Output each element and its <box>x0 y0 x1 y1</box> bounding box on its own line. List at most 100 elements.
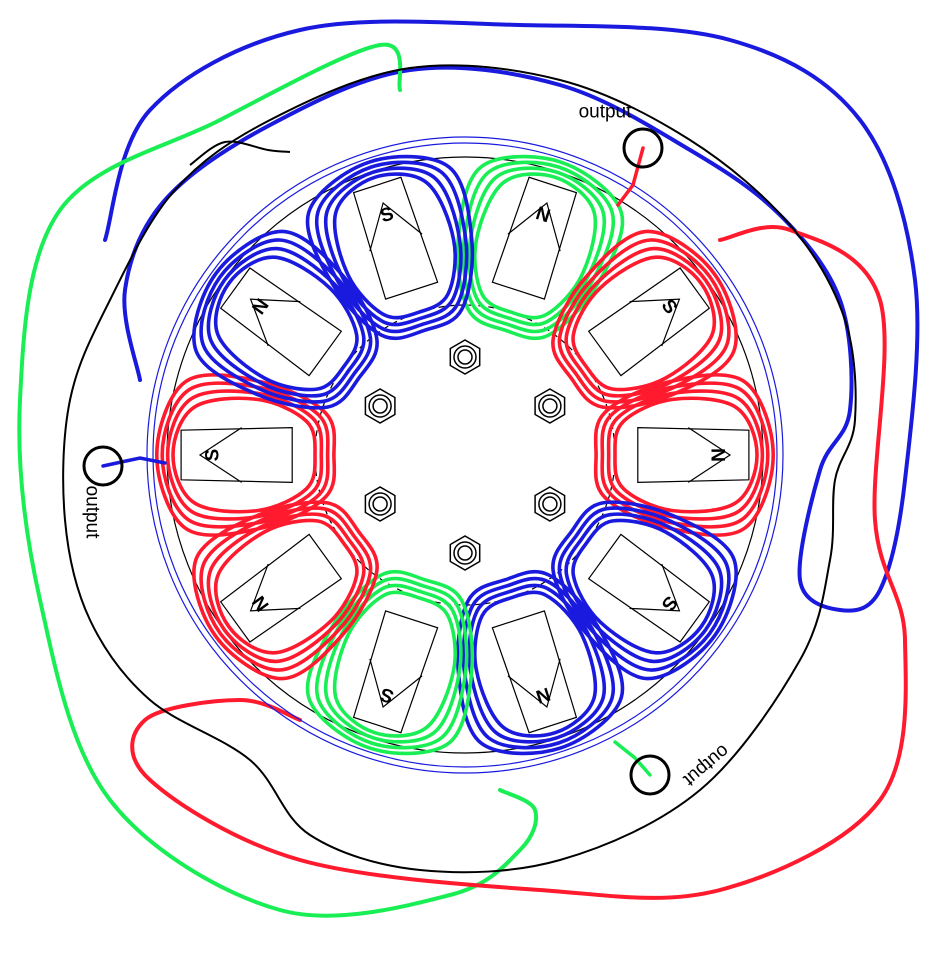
bolt-hole <box>542 398 558 414</box>
coil-turn <box>551 229 738 410</box>
coil-turn <box>557 238 731 404</box>
coil-turn <box>332 590 457 738</box>
pole-coil-3 <box>593 373 776 537</box>
pole-tooth <box>587 267 711 377</box>
pole-coil-8 <box>154 373 337 537</box>
pole-coil-9 <box>192 229 379 410</box>
terminal-lead <box>613 740 652 777</box>
bolt-hole <box>372 398 388 414</box>
pole-tooth <box>180 426 293 484</box>
terminal-ring <box>82 445 124 487</box>
pole-tooth <box>352 176 439 300</box>
bolt-hole <box>457 545 473 561</box>
bolt-ring <box>538 394 562 418</box>
coil-turn <box>564 246 724 398</box>
coil-turn <box>461 160 616 334</box>
mounting-bolt-2 <box>534 388 566 424</box>
coil-turn <box>314 576 469 750</box>
coil-turn <box>600 381 770 529</box>
pole-coil-4 <box>551 500 738 681</box>
pole-notch <box>249 563 301 612</box>
coil-turn <box>165 389 324 521</box>
coil-turn <box>206 512 366 664</box>
coil-turn <box>332 172 457 320</box>
pole-label-6: S <box>378 683 397 707</box>
coil-turn <box>206 246 366 398</box>
terminal-lead <box>101 456 167 468</box>
output-terminal-2: output <box>82 445 167 540</box>
mounting-bolt-6 <box>364 388 396 424</box>
pole-notch <box>687 427 732 483</box>
output-terminal-3: output <box>613 740 733 796</box>
pole-tooth <box>587 533 711 643</box>
coil-turn <box>613 396 759 514</box>
pole-coil-2 <box>551 229 738 410</box>
terminal-label: output <box>579 102 633 123</box>
coil-turn <box>324 583 463 744</box>
coil-turn <box>154 373 337 537</box>
pole-notch <box>629 563 681 612</box>
bolt-hole <box>372 496 388 512</box>
coil-turn <box>593 373 776 537</box>
terminal-ring <box>629 754 671 796</box>
red-outer-wire <box>130 225 908 900</box>
pole-coil-6 <box>305 569 475 756</box>
pole-notch <box>507 658 561 709</box>
coil-turn <box>557 506 731 672</box>
bolt-ring <box>368 492 392 516</box>
coil-turn <box>551 500 738 681</box>
pole-label-3: N <box>707 448 728 462</box>
coil-turn <box>461 576 616 750</box>
terminal-label: output <box>82 486 103 540</box>
bolt-ring <box>453 345 477 369</box>
pole-tooth <box>637 426 750 484</box>
bolt-hole <box>542 496 558 512</box>
coil-turn <box>606 389 765 521</box>
pole-coil-5 <box>455 569 625 756</box>
pole-notch <box>629 298 681 347</box>
output-terminal-1: output <box>579 102 664 207</box>
pole-label-10: S <box>378 203 397 227</box>
outer-wire-layer <box>17 19 920 918</box>
mounting-bolt-1 <box>449 339 481 375</box>
blue-outer-wire <box>103 19 920 613</box>
coil-turn <box>564 512 724 664</box>
pole-tooth <box>491 610 578 734</box>
pole-label-5: N <box>533 683 553 707</box>
pole-tooth <box>352 610 439 734</box>
bolt-ring <box>368 394 392 418</box>
coil-layer <box>154 154 776 756</box>
housing-outline <box>62 64 857 874</box>
coil-turn <box>571 518 717 655</box>
bolt-ring <box>453 541 477 565</box>
pole-tooth <box>219 533 343 643</box>
coil-turn <box>473 590 598 738</box>
coil-turn <box>305 569 475 756</box>
pole-tooth <box>491 176 578 300</box>
outer-guide-ring-2 <box>152 142 778 768</box>
pole-coil-1 <box>455 154 625 341</box>
coil-turn <box>473 172 598 320</box>
coil-turn <box>455 569 625 756</box>
bolt-ring <box>538 492 562 516</box>
stator-core <box>62 64 857 874</box>
coil-turn <box>571 255 717 392</box>
pole-notch <box>198 427 243 483</box>
mounting-bolt-4 <box>449 535 481 571</box>
pole-notch <box>507 201 561 252</box>
coil-turn <box>324 166 463 327</box>
coil-turn <box>199 238 373 404</box>
green-outer-wire <box>17 42 539 918</box>
pole-coil-7 <box>192 500 379 681</box>
coil-turn <box>192 500 379 681</box>
pole-label-1: N <box>533 203 553 227</box>
mounting-bolt-5 <box>364 486 396 522</box>
pole-notch <box>369 658 423 709</box>
terminal-ring <box>622 127 664 169</box>
coil-turn <box>314 160 469 334</box>
housing-lead <box>189 140 291 166</box>
pole-notch <box>369 201 423 252</box>
pole-coil-10 <box>305 154 475 341</box>
bolt-hole <box>457 349 473 365</box>
